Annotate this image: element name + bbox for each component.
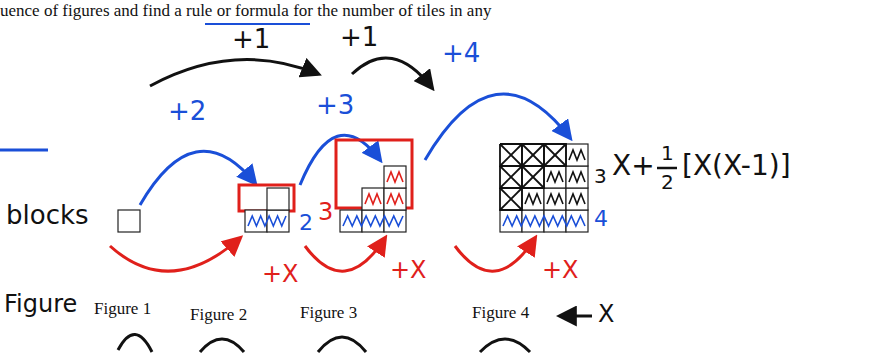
tile xyxy=(118,210,140,232)
pen-scribble xyxy=(547,172,563,182)
pointer-arrow xyxy=(560,315,592,318)
pen-scribble xyxy=(343,216,403,226)
formula: 1 xyxy=(661,143,674,163)
pen-scribble xyxy=(503,216,585,226)
count-number: 4 xyxy=(594,208,608,230)
hand-note: +2 xyxy=(168,98,206,124)
hatch-mark xyxy=(500,144,522,166)
hatch-mark xyxy=(500,166,522,188)
tile xyxy=(566,144,588,166)
pen-scribble xyxy=(569,194,585,204)
arc-arrow xyxy=(352,58,432,88)
arc-arrow xyxy=(425,94,570,160)
hatch-mark xyxy=(522,144,544,166)
count-number: 3 xyxy=(594,166,607,186)
tile xyxy=(384,166,406,188)
pen-stroke xyxy=(480,339,530,352)
hatch-mark xyxy=(522,144,544,166)
hand-note: +X xyxy=(542,258,579,282)
formula: [X(X-1)] xyxy=(682,152,791,180)
hatch-mark xyxy=(500,166,522,188)
formula: X+ xyxy=(612,152,655,180)
highlight-box xyxy=(239,185,294,211)
figure-caption: Figure 4 xyxy=(472,304,529,321)
hatch-mark xyxy=(522,166,544,188)
pen-stroke xyxy=(318,337,366,352)
tile xyxy=(544,166,566,188)
hand-note: +4 xyxy=(442,40,480,66)
underline xyxy=(205,23,310,25)
hand-note: +1 xyxy=(232,26,270,52)
pen-scribble xyxy=(569,172,585,182)
formula: 2 xyxy=(661,172,674,192)
arc-arrow xyxy=(455,238,535,271)
pen-scribble xyxy=(248,216,286,226)
figure-caption: Figure 1 xyxy=(94,300,151,317)
hatch-mark xyxy=(500,144,522,166)
tile xyxy=(384,188,406,210)
hand-note: Figure xyxy=(4,292,77,316)
hatch-mark xyxy=(500,144,522,166)
fraction-bar xyxy=(657,167,677,170)
count-number: 3 xyxy=(318,200,333,224)
arc-arrow xyxy=(150,60,318,86)
hand-note: X xyxy=(598,302,614,326)
tile xyxy=(267,188,289,210)
hatch-mark xyxy=(544,144,566,166)
pen-stroke xyxy=(118,334,152,352)
pen-stroke xyxy=(200,339,244,352)
instruction-text: uence of figures and find a rule or form… xyxy=(0,2,491,19)
hatch-mark xyxy=(522,144,544,166)
hatch-mark xyxy=(522,166,544,188)
tile xyxy=(267,210,289,232)
figure-caption: Figure 3 xyxy=(300,304,357,321)
pen-scribble xyxy=(387,194,403,204)
pen-scribble xyxy=(387,172,403,182)
tile xyxy=(522,188,544,210)
arc-arrow xyxy=(300,135,380,185)
pen-scribble xyxy=(547,194,563,204)
hatch-mark xyxy=(500,188,522,210)
tile xyxy=(566,188,588,210)
hand-note: +X xyxy=(390,258,427,282)
hand-note: blocks xyxy=(6,202,89,228)
hatch-mark xyxy=(500,166,522,188)
pen-scribble xyxy=(525,194,541,204)
arc-arrow xyxy=(305,238,385,271)
tile xyxy=(566,166,588,188)
tile xyxy=(362,188,384,210)
count-number: 2 xyxy=(299,212,313,234)
hand-note: +1 xyxy=(340,24,378,50)
hatch-mark xyxy=(544,144,566,166)
hatch-mark xyxy=(500,188,522,210)
hand-note: +X xyxy=(262,262,299,286)
figure-caption: Figure 2 xyxy=(190,306,247,323)
pen-scribble xyxy=(569,150,585,160)
pen-stroke xyxy=(0,149,48,152)
hatch-mark xyxy=(544,144,566,166)
hatch-mark xyxy=(522,166,544,188)
tile xyxy=(544,188,566,210)
pen-scribble xyxy=(365,194,381,204)
hand-note: +3 xyxy=(316,92,354,118)
arc-arrow xyxy=(110,238,240,271)
hatch-mark xyxy=(500,188,522,210)
tile xyxy=(245,210,267,232)
